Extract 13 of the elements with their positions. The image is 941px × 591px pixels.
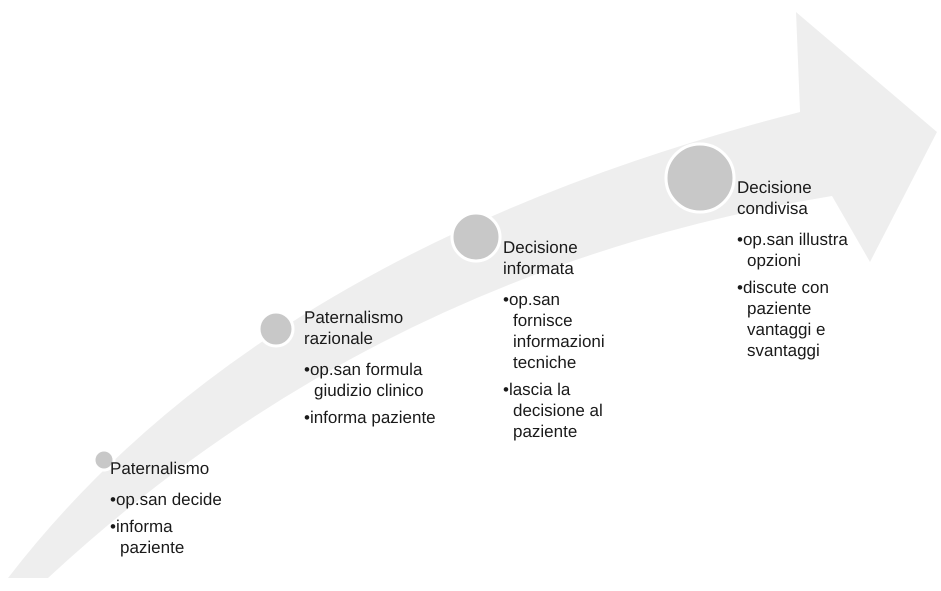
bullet-text: •discute con paziente vantaggi e svantaggi [737,277,830,361]
bullet-text: •op.san formula giudizio clinico [304,359,425,401]
bullet-text: •lascia la decisione al paziente [503,379,604,442]
bullet-text: •informa paziente [110,516,186,558]
bullet-text: •op.san illustra opzioni [737,229,849,271]
stage-heading: Paternalismo [110,458,210,479]
stage-marker-circle [664,142,736,214]
bullet-text: •op.san fornisce informazioni tecniche [503,289,606,373]
stage-heading: Decisione condivisa [737,177,813,219]
stage-heading: Paternalismo razionale [304,307,404,349]
bullet-text: •informa paziente [304,407,437,428]
stage-heading: Decisione informata [503,237,579,279]
bullet-text: •op.san decide [110,489,223,510]
